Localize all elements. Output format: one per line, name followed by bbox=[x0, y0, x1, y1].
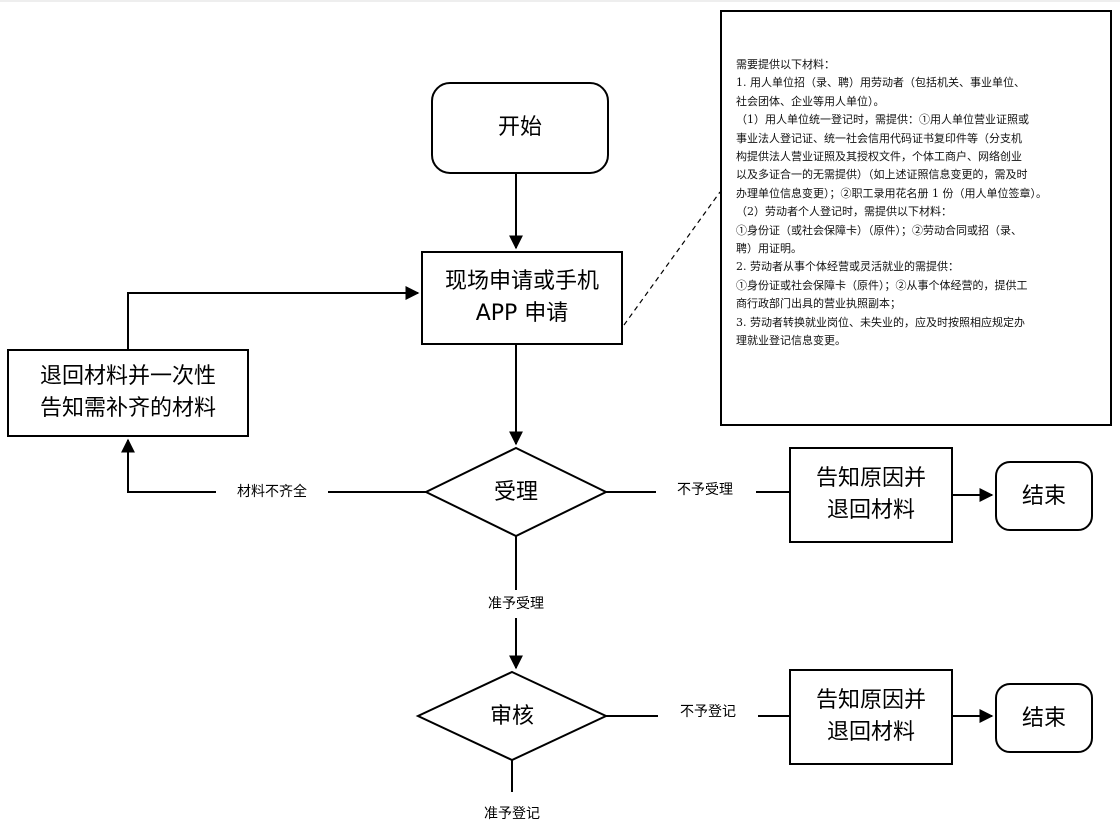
note-line: （1）用人单位统一登记时，需提供：①用人单位营业证照或 bbox=[736, 113, 1029, 127]
note-line: 商行政部门出具的营业执照副本； bbox=[736, 297, 901, 311]
review-decision-label: 审核 bbox=[490, 704, 534, 729]
edge-label-incomplete: 材料不齐全 bbox=[237, 483, 307, 500]
return-node-label-1: 退回材料并一次性 bbox=[40, 364, 216, 389]
notify-node-1: 告知原因并 退回材料 bbox=[789, 447, 953, 543]
note-line: 需要提供以下材料： bbox=[736, 58, 835, 71]
notify-node-1-label-2: 退回材料 bbox=[827, 498, 915, 523]
notify-node-2-label-1: 告知原因并 bbox=[816, 688, 926, 713]
note-line: 办理单位信息变更）；②职工录用花名册 1 份（用人单位签章）。 bbox=[736, 186, 1047, 200]
review-decision: 审核 bbox=[415, 670, 609, 762]
note-line: ①身份证或社会保障卡（原件）；②从事个体经营的，提供工 bbox=[736, 278, 1028, 292]
note-line: 构提供法人营业证照及其授权文件，个体工商户、网络创业 bbox=[736, 150, 1022, 164]
notify-node-1-label-1: 告知原因并 bbox=[816, 466, 926, 491]
edge-label-not-accepted: 不予受理 bbox=[677, 482, 733, 498]
note-line: 3. 劳动者转换就业岗位、未失业的，应及时按照相应规定办 bbox=[736, 315, 1025, 329]
notify-node-2-label-2: 退回材料 bbox=[827, 720, 915, 745]
edge-label-accepted: 准予受理 bbox=[488, 596, 544, 612]
apply-node: 现场申请或手机 APP 申请 bbox=[421, 251, 623, 345]
note-line: ①身份证（或社会保障卡）（原件）；②劳动合同或招（录、 bbox=[736, 223, 1022, 237]
end-node-2: 结束 bbox=[995, 683, 1093, 753]
note-line: 以及多证合一的无需提供）（如上述证照信息变更的，需及时 bbox=[736, 168, 1028, 182]
accept-decision: 受理 bbox=[423, 446, 609, 538]
note-line: 理就业登记信息变更。 bbox=[736, 334, 846, 348]
note-line: 1. 用人单位招（录、聘）用劳动者（包括机关、事业单位、 bbox=[736, 76, 1025, 90]
edge-return-to-apply bbox=[127, 286, 420, 350]
end-node-1-label: 结束 bbox=[1022, 484, 1066, 509]
end-node-1: 结束 bbox=[995, 461, 1093, 531]
start-node-label: 开始 bbox=[498, 115, 542, 140]
note-line: 聘）用证明。 bbox=[736, 242, 802, 256]
edge-label-registered: 准予登记 bbox=[484, 806, 540, 822]
return-materials-node: 退回材料并一次性 告知需补齐的材料 bbox=[7, 349, 249, 437]
start-node: 开始 bbox=[431, 82, 609, 174]
notify-node-2: 告知原因并 退回材料 bbox=[789, 669, 953, 765]
note-connector bbox=[623, 191, 721, 326]
return-node-label-2: 告知需补齐的材料 bbox=[40, 396, 216, 421]
apply-node-label-1: 现场申请或手机 bbox=[445, 269, 599, 294]
requirements-note-text: 需要提供以下材料： 1. 用人单位招（录、聘）用劳动者（包括机关、事业单位、社会团… bbox=[736, 56, 1100, 351]
accept-decision-label: 受理 bbox=[494, 480, 538, 505]
note-line: 2. 劳动者从事个体经营或灵活就业的需提供： bbox=[736, 260, 959, 274]
note-line: （2）劳动者个人登记时，需提供以下材料： bbox=[736, 205, 952, 219]
apply-node-label-2: APP 申请 bbox=[476, 301, 569, 326]
requirements-note: 需要提供以下材料： 1. 用人单位招（录、聘）用劳动者（包括机关、事业单位、社会团… bbox=[720, 10, 1112, 426]
note-line: 社会团体、企业等用人单位）。 bbox=[736, 94, 885, 108]
end-node-2-label: 结束 bbox=[1022, 706, 1066, 731]
edge-label-not-registered: 不予登记 bbox=[680, 704, 736, 720]
note-line: 事业法人登记证、统一社会信用代码证书复印件等（分支机 bbox=[736, 131, 1022, 145]
